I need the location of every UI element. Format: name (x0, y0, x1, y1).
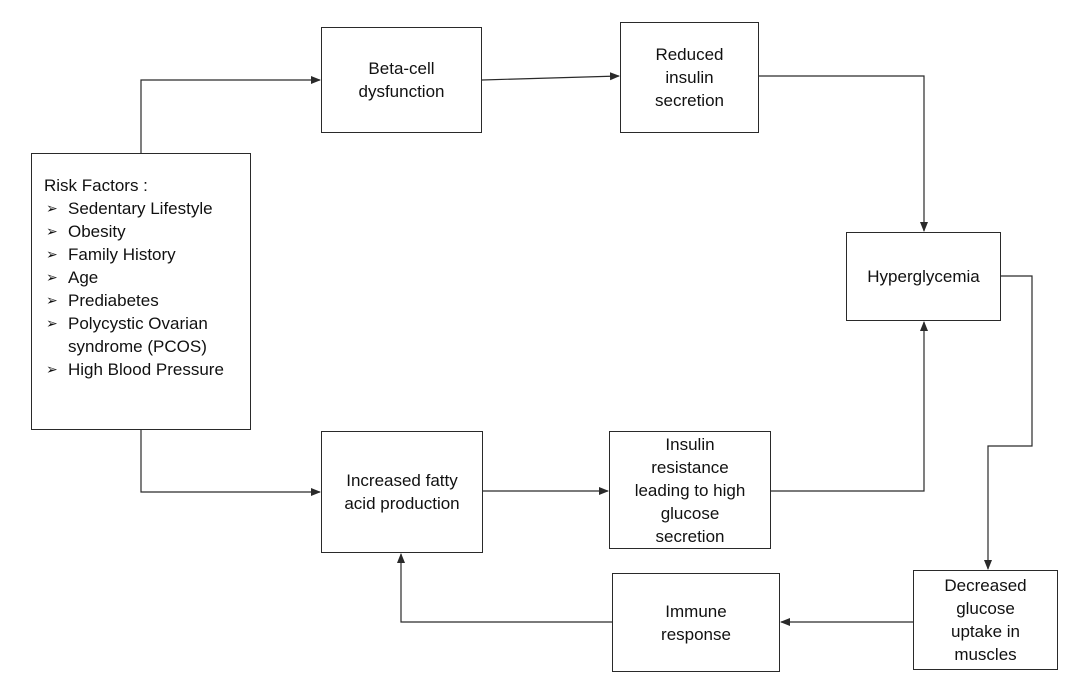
insulin-resistance-label: Insulin resistance leading to high gluco… (634, 434, 746, 546)
arrow-bullet-icon: ➢ (46, 200, 58, 216)
arrow-hyperglycemia-to-decreased-uptake (984, 275, 1033, 570)
risk-factor-item: ➢ Age (44, 266, 240, 289)
risk-factor-label: Family History (68, 245, 176, 264)
arrow-reduced-insulin-to-hyperglycemia (759, 75, 928, 232)
arrow-risk-to-beta-cell (140, 76, 321, 153)
risk-factors-title: Risk Factors : (44, 176, 148, 195)
risk-factor-item: ➢ High Blood Pressure (44, 358, 240, 381)
arrow-immune-to-fatty-acid (397, 553, 612, 623)
increased-fatty-acid-box: Increased fatty acid production (321, 431, 483, 553)
arrow-bullet-icon: ➢ (46, 246, 58, 262)
decreased-glucose-uptake-label: Decreased glucose uptake in muscles (944, 576, 1027, 664)
beta-cell-dysfunction-box: Beta-cell dysfunction (321, 27, 482, 133)
risk-factor-label: Obesity (68, 222, 126, 241)
arrow-bullet-icon: ➢ (46, 269, 58, 285)
arrow-bullet-icon: ➢ (46, 315, 58, 331)
risk-factor-item: ➢ Obesity (44, 220, 240, 243)
arrow-bullet-icon: ➢ (46, 361, 58, 377)
risk-factor-item: ➢ Prediabetes (44, 289, 240, 312)
reduced-insulin-secretion-label: Reduced insulin secretion (655, 45, 724, 110)
risk-factor-label: Age (68, 268, 99, 287)
risk-factor-label: Sedentary Lifestyle (68, 199, 213, 218)
risk-factor-label: Prediabetes (68, 291, 159, 310)
arrow-insulin-resistance-to-hyperglycemia (771, 321, 928, 492)
risk-factors-box: Risk Factors : ➢ Sedentary Lifestyle ➢ Obe… (31, 153, 251, 430)
risk-factors-list: ➢ Sedentary Lifestyle ➢ Obesity ➢ Family Hi… (44, 197, 240, 381)
risk-factor-label: Polycystic Ovarian syndrome (PCOS) (68, 314, 208, 356)
risk-factor-label: High Blood Pressure (68, 360, 224, 379)
hyperglycemia-box: Hyperglycemia (846, 232, 1001, 321)
arrow-bullet-icon: ➢ (46, 223, 58, 239)
beta-cell-dysfunction-label: Beta-cell dysfunction (358, 59, 445, 101)
reduced-insulin-secretion-box: Reduced insulin secretion (620, 22, 759, 133)
arrow-risk-to-fatty-acid (140, 430, 321, 496)
insulin-resistance-box: Insulin resistance leading to high gluco… (609, 431, 771, 549)
hyperglycemia-label: Hyperglycemia (867, 267, 980, 286)
immune-response-box: Immune response (612, 573, 780, 672)
risk-factor-item: ➢ Polycystic Ovarian syndrome (PCOS) (44, 312, 240, 358)
arrow-bullet-icon: ➢ (46, 292, 58, 308)
immune-response-label: Immune response (661, 601, 731, 644)
risk-factor-item: ➢ Family History (44, 243, 240, 266)
increased-fatty-acid-label: Increased fatty acid production (344, 471, 460, 513)
decreased-glucose-uptake-box: Decreased glucose uptake in muscles (913, 570, 1058, 670)
arrow-beta-cell-to-reduced-insulin (481, 72, 620, 81)
risk-factor-item: ➢ Sedentary Lifestyle (44, 197, 240, 220)
